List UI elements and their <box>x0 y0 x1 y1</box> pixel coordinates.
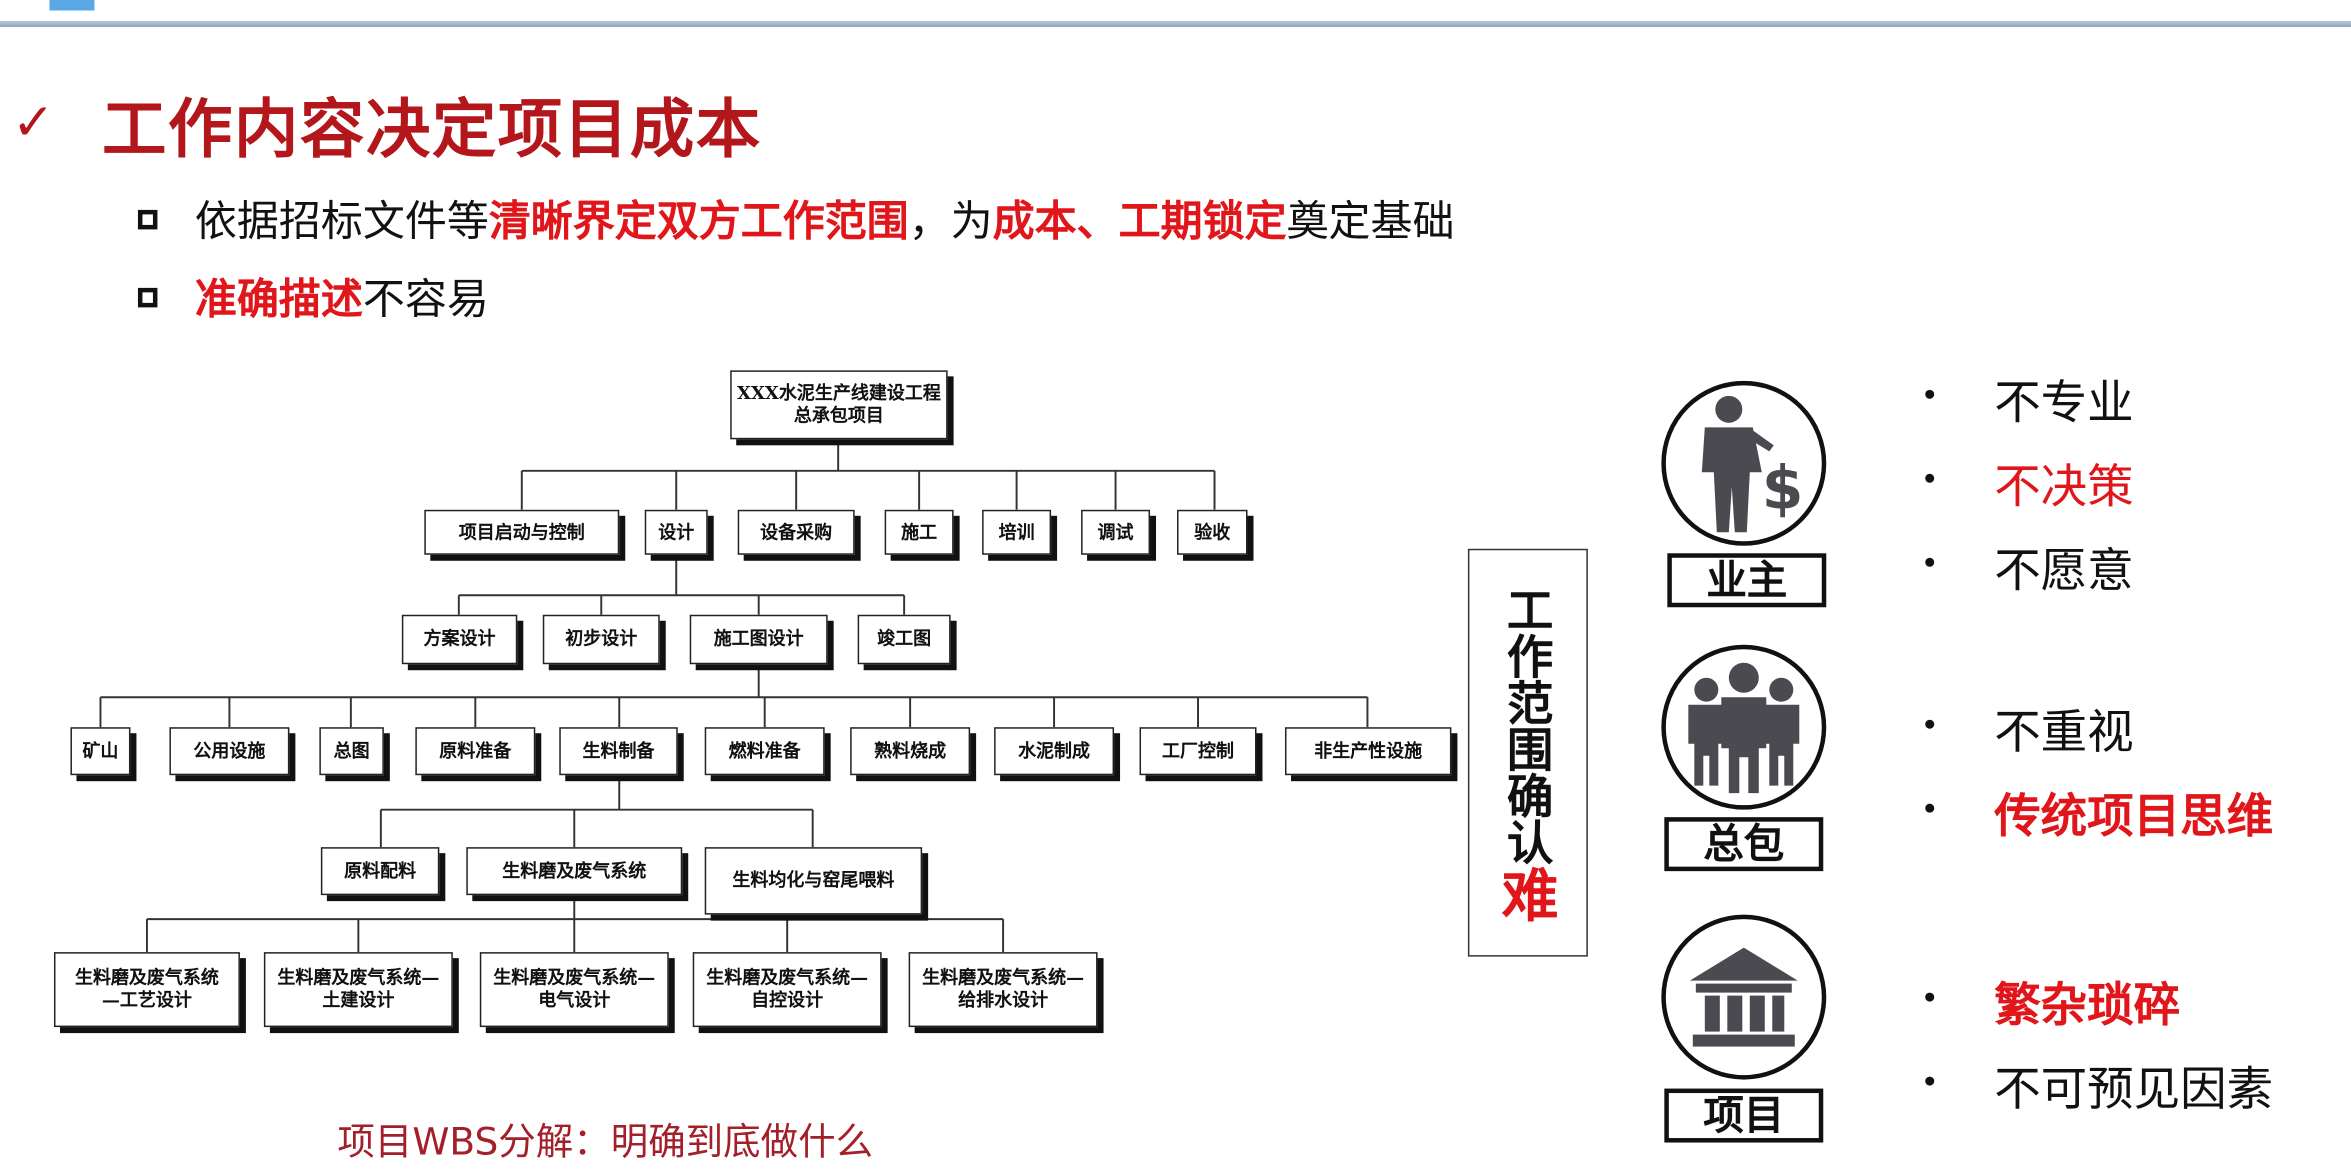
wbs-node: 设备采购 <box>737 509 855 555</box>
bullet-1: 依据招标文件等清晰界定双方工作范围，为成本、工期锁定奠定基础 <box>195 189 1455 249</box>
wbs-node: 生料制备 <box>559 727 678 776</box>
wbs-node: 总图 <box>319 727 384 776</box>
party-point: 不专业 <box>1994 376 2134 431</box>
party-point: 不愿意 <box>1994 544 2134 599</box>
wbs-node: 调试 <box>1081 509 1151 555</box>
party-label: 项目 <box>1664 1088 1824 1143</box>
bullet-text: ，为 <box>908 196 993 246</box>
bank-building-icon <box>1661 914 1827 1080</box>
bullet-2: 准确描述不容易 <box>195 267 489 327</box>
team-icon <box>1661 644 1827 810</box>
bullet-dot <box>1925 389 1935 399</box>
header-accent <box>49 0 95 11</box>
party-point: 传统项目思维 <box>1994 790 2274 845</box>
wbs-connectors <box>99 439 1369 953</box>
wbs-node: 原料配料 <box>320 847 440 896</box>
wbs-node: 生料磨及废气系统—工艺设计 <box>53 952 240 1028</box>
bullet-text: 依据招标文件等 <box>194 196 489 246</box>
wbs-node: 熟料烧成 <box>850 727 971 776</box>
party-point: 不决策 <box>1994 460 2134 515</box>
bullet-text: 不容易 <box>362 274 489 324</box>
bullet-dot <box>1925 719 1935 729</box>
wbs-node: 生料磨及废气系统—土建设计 <box>263 952 453 1028</box>
wbs-node: 非生产性设施 <box>1284 727 1452 776</box>
party-label: 业主 <box>1667 553 1827 608</box>
bullet-highlight: 准确描述 <box>194 274 363 324</box>
wbs-node: 初步设计 <box>542 614 660 665</box>
scope-text: 工作范围确认 <box>1497 586 1552 866</box>
square-bullet-icon <box>137 287 158 308</box>
wbs-node: 原料准备 <box>415 727 536 776</box>
wbs-node: 生料均化与窑尾喂料 <box>704 847 923 915</box>
wbs-root-node: XXX水泥生产线建设工程总承包项目 <box>730 370 948 440</box>
wbs-node: 施工 <box>884 509 954 555</box>
bullet-dot <box>1925 992 1935 1002</box>
wbs-node: 方案设计 <box>401 614 518 665</box>
party-point: 不重视 <box>1994 706 2134 761</box>
wbs-node: 验收 <box>1177 509 1248 555</box>
wbs-node: 公用设施 <box>169 727 290 776</box>
scope-emphasis: 难 <box>1491 865 1558 923</box>
wbs-node: 生料磨及废气系统—给排水设计 <box>908 952 1098 1028</box>
wbs-caption: 项目WBS分解：明确到底做什么 <box>337 1120 874 1164</box>
scope-confirmation-box: 工作范围确认难 <box>1467 548 1588 957</box>
wbs-node: 施工图设计 <box>689 614 828 665</box>
wbs-node: 项目启动与控制 <box>424 509 620 555</box>
slide-title: 工作内容决定项目成本 <box>101 92 762 168</box>
party-label: 总包 <box>1664 817 1824 872</box>
party-point: 繁杂琐碎 <box>1994 979 2181 1034</box>
wbs-node: 竣工图 <box>857 614 951 665</box>
bullet-dot <box>1925 803 1935 813</box>
wbs-node: 生料磨及废气系统—电气设计 <box>479 952 669 1028</box>
party-point: 不可预见因素 <box>1994 1063 2274 1118</box>
wbs-node: 工厂控制 <box>1139 727 1257 776</box>
wbs-node: 设计 <box>644 509 708 555</box>
bullet-text: 奠定基础 <box>1286 196 1455 246</box>
square-bullet-icon <box>137 209 158 230</box>
wbs-node: 生料磨及废气系统—自控设计 <box>692 952 882 1028</box>
wbs-node: 培训 <box>982 509 1052 555</box>
checkmark-icon: ✓ <box>11 92 55 153</box>
header-divider <box>0 20 2351 27</box>
wbs-node: 生料磨及废气系统 <box>466 847 683 896</box>
businessman-dollar-icon: $ <box>1661 380 1827 546</box>
wbs-node: 矿山 <box>70 727 131 776</box>
svg-text:$: $ <box>1762 453 1804 523</box>
wbs-node: 水泥制成 <box>994 727 1115 776</box>
bullet-dot <box>1925 1076 1935 1086</box>
wbs-node: 燃料准备 <box>704 727 825 776</box>
bullet-dot <box>1925 557 1935 567</box>
bullet-highlight: 成本、工期锁定 <box>992 196 1287 246</box>
bullet-highlight: 清晰界定双方工作范围 <box>488 196 909 246</box>
bullet-dot <box>1925 473 1935 483</box>
